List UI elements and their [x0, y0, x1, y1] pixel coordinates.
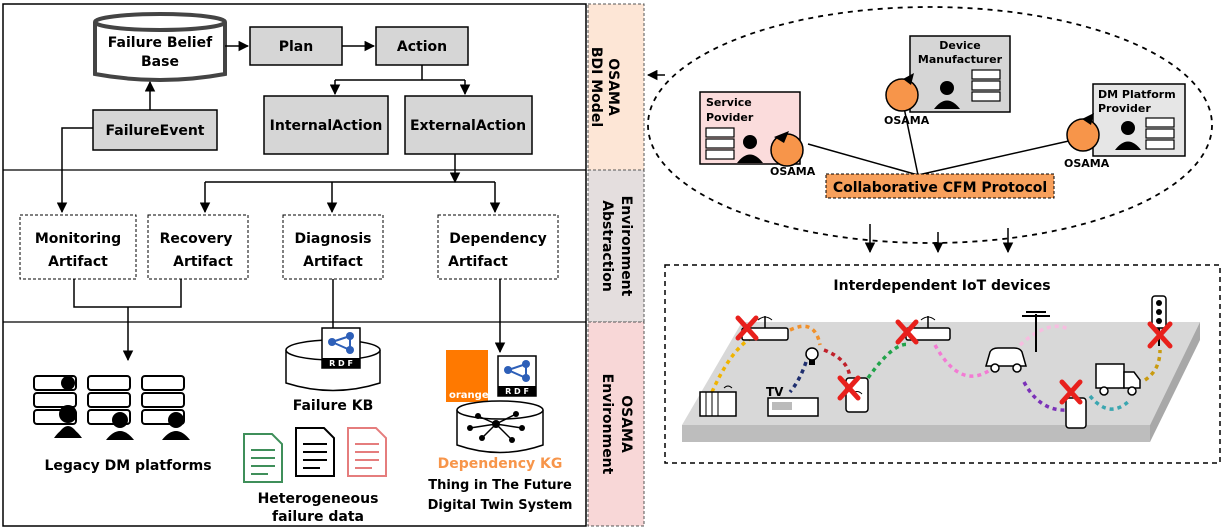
- thing-future-line2: Digital Twin System: [428, 498, 573, 513]
- action-box: [375, 26, 469, 66]
- device-manufacturer-person-icon: [934, 81, 960, 109]
- dependency-artifact-box: [437, 214, 559, 280]
- heterogeneous-line2: failure data: [272, 509, 364, 525]
- osama-env-band: [587, 321, 645, 527]
- monitoring-artifact-line2: Artifact: [48, 254, 108, 270]
- monitoring-artifact-line1: Monitoring: [35, 231, 121, 247]
- external-action-box: [404, 95, 533, 155]
- external-action-label: ExternalAction: [410, 118, 526, 134]
- green-document-icon: [243, 433, 283, 483]
- service-provider-server-icon: [705, 127, 735, 160]
- belief-base-line1: Failure Belief: [108, 35, 213, 51]
- rdf-text: R D F: [505, 387, 529, 396]
- osama-label: OSAMA: [884, 114, 930, 127]
- device-manufacturer-line1: Device: [939, 39, 981, 52]
- rdf-text: R D F: [329, 359, 353, 368]
- dm-platform-line2: Provider: [1098, 102, 1151, 115]
- recovery-artifact-line1: Recovery: [160, 231, 233, 247]
- light-bulb-icon: [805, 347, 819, 365]
- failure-event-label: FailureEvent: [106, 123, 205, 139]
- bdi-arrows: [56, 40, 501, 214]
- internal-action-box: [263, 95, 389, 155]
- failure-kb-label: Failure KB: [293, 398, 374, 414]
- diagnosis-artifact-line1: Diagnosis: [295, 231, 372, 247]
- action-label: Action: [397, 39, 447, 55]
- osama-agent-icon: [1066, 113, 1100, 152]
- dm-platform-person-icon: [1115, 121, 1141, 150]
- red-document-icon: [347, 427, 387, 477]
- rdf-logo-icon: R D F: [497, 355, 537, 397]
- down-arrows: [864, 224, 1014, 254]
- black-document-icon: [295, 427, 335, 477]
- belief-base-line2: Base: [141, 54, 179, 70]
- factory-icon: [699, 385, 737, 417]
- phone-icon: [1065, 397, 1087, 429]
- service-provider-person-icon: [737, 135, 763, 163]
- failure-x-icon: [837, 375, 861, 401]
- service-provider-line2: Povider: [706, 111, 754, 124]
- env-abstraction-line2: Abstraction: [599, 200, 615, 292]
- heterogeneous-line1: Heterogeneous: [258, 491, 379, 507]
- car-icon: [985, 347, 1027, 373]
- knowledge-graph-icon: [467, 411, 525, 443]
- device-manufacturer-line2: Manufacturer: [918, 53, 1003, 66]
- rdf-logo-icon: R D F: [321, 327, 361, 369]
- failure-x-icon: [1147, 321, 1173, 349]
- legacy-dm-label: Legacy DM platforms: [44, 458, 211, 474]
- collaborative-protocol-label: Collaborative CFM Protocol: [833, 180, 1047, 196]
- plan-label: Plan: [279, 39, 313, 55]
- recovery-artifact-box: [147, 214, 249, 280]
- monitoring-artifact-box: [19, 214, 137, 280]
- failure-event-box: [92, 109, 218, 151]
- dependency-kg-label: Dependency KG: [438, 456, 563, 472]
- truck-icon: [1095, 363, 1141, 396]
- thing-future-line1: Thing in The Future: [428, 478, 572, 493]
- dm-platform-server-icon: [1145, 117, 1175, 150]
- failure-x-icon: [895, 319, 919, 345]
- platform-front: [682, 425, 1150, 442]
- env-abstraction-line1: Environment: [618, 196, 634, 297]
- failure-x-icon: [735, 315, 759, 341]
- diagnosis-artifact-line2: Artifact: [303, 254, 363, 270]
- service-provider-line1: Service: [706, 96, 752, 109]
- legacy-dm-servers-icon: [33, 375, 190, 440]
- orange-text: orange: [449, 390, 489, 401]
- osama-agent-icon: [885, 73, 919, 112]
- osama-env-line1: OSAMA: [618, 395, 634, 453]
- env-abstraction-band: [587, 169, 645, 323]
- failure-belief-base: Failure Belief Base: [93, 12, 227, 82]
- tv-label: TV: [766, 385, 784, 399]
- collaboration-ellipse: [647, 6, 1213, 244]
- dependency-artifact-line2: Artifact: [448, 254, 508, 270]
- bdi-model-line1: OSAMA: [605, 58, 621, 116]
- street-light-icon: [1022, 311, 1050, 352]
- dm-platform-line1: DM Platform: [1098, 88, 1176, 101]
- iot-panel-title: Interdependent IoT devices: [833, 278, 1050, 294]
- bdi-model-line2: BDI Model: [588, 47, 604, 127]
- collaborative-protocol-box: [825, 173, 1055, 199]
- diagnosis-artifact-box: [282, 214, 384, 280]
- internal-action-label: InternalAction: [270, 118, 383, 134]
- recovery-artifact-line2: Artifact: [173, 254, 233, 270]
- osama-agent-icon: [770, 131, 804, 167]
- osama-label: OSAMA: [770, 165, 816, 178]
- osama-label: OSAMA: [1064, 157, 1110, 170]
- tv-icon: TV: [766, 385, 819, 417]
- orange-logo-icon: orange: [446, 350, 489, 402]
- bdi-model-band: [587, 3, 645, 171]
- failure-x-icon: [1059, 379, 1083, 405]
- device-manufacturer-server-icon: [971, 69, 1001, 102]
- osama-env-line2: Environment: [599, 374, 615, 475]
- traffic-light-icon: [1151, 295, 1167, 346]
- platform-side: [1150, 322, 1200, 442]
- dependency-artifact-line1: Dependency: [449, 231, 547, 247]
